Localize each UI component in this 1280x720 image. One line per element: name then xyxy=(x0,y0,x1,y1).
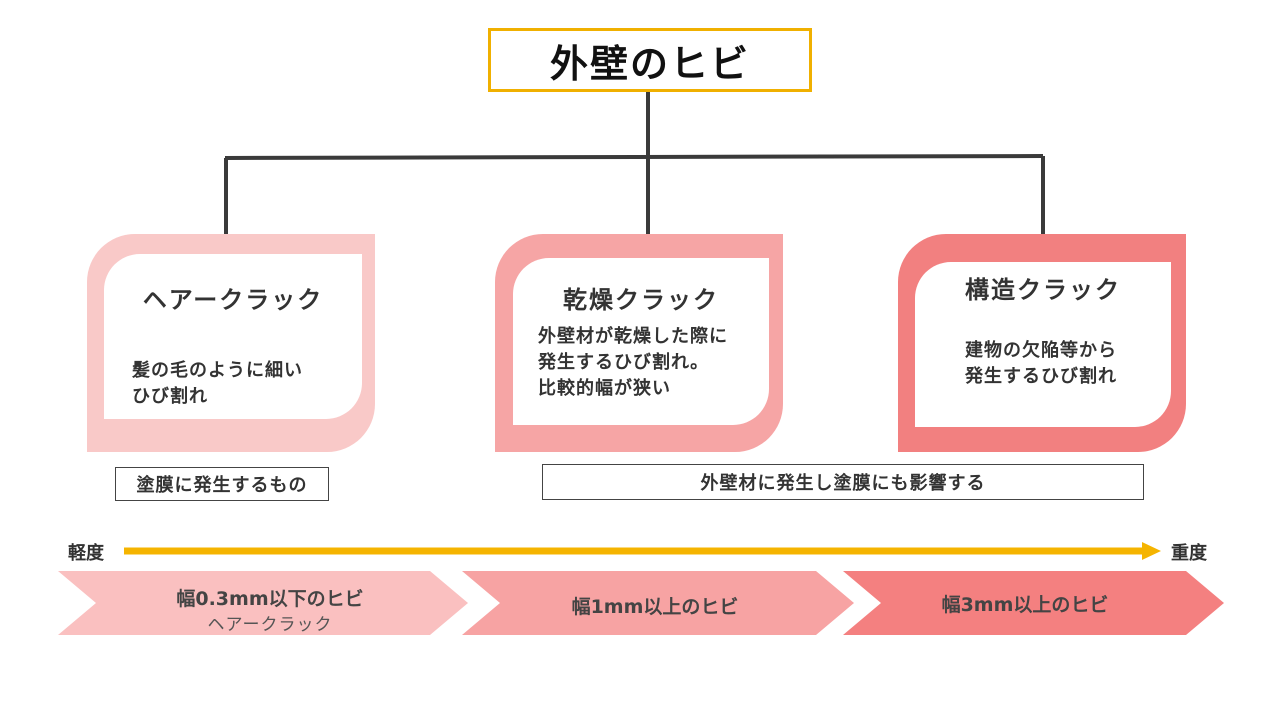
card-structural-crack: 構造クラック 建物の欠陥等から 発生するひび割れ xyxy=(898,234,1186,452)
card-description: 建物の欠陥等から 発生するひび割れ xyxy=(965,340,1117,387)
card-dry-crack: 乾燥クラック 外壁材が乾燥した際に 発生するひび割れ。 比較的幅が狭い xyxy=(495,234,783,452)
severity-heavy-label: 重度 xyxy=(1171,543,1207,564)
chevron-structural-text: 幅3mm以上のヒビ xyxy=(875,588,1175,618)
diagram-title: 外壁のヒビ xyxy=(488,28,812,92)
scope-coating: 塗膜に発生するもの xyxy=(115,467,329,501)
card-dry-crack-body: 乾燥クラック 外壁材が乾燥した際に 発生するひび割れ。 比較的幅が狭い xyxy=(513,258,769,425)
scope-wall: 外壁材に発生し塗膜にも影響する xyxy=(542,464,1144,500)
card-description: 髪の毛のように細い ひび割れ xyxy=(132,360,303,407)
severity-arrow xyxy=(124,542,1161,560)
chevron-main-label: 幅3mm以上のヒビ xyxy=(941,594,1109,616)
card-hair-crack: ヘアークラック 髪の毛のように細い ひび割れ xyxy=(87,234,375,452)
chevron-dry xyxy=(462,571,854,635)
card-structural-crack-body: 構造クラック 建物の欠陥等から 発生するひび割れ xyxy=(915,262,1171,427)
chevron-main-label: 幅1mm以上のヒビ xyxy=(571,596,739,618)
chevron-hair-text: 幅0.3mm以下のヒビ ヘアークラック xyxy=(120,582,420,635)
chevron-sub-label: ヘアークラック xyxy=(207,615,333,635)
card-title: 乾燥クラック xyxy=(563,286,719,314)
card-title: ヘアークラック xyxy=(142,286,324,314)
card-title: 構造クラック xyxy=(965,276,1121,304)
chevron-hair xyxy=(58,571,468,635)
chevron-structural xyxy=(843,571,1224,635)
severity-light-label: 軽度 xyxy=(68,543,104,564)
chevron-main-label: 幅0.3mm以下のヒビ xyxy=(176,588,364,610)
card-hair-crack-body: ヘアークラック 髪の毛のように細い ひび割れ xyxy=(104,254,362,419)
card-description: 外壁材が乾燥した際に 発生するひび割れ。 比較的幅が狭い xyxy=(538,326,728,399)
chevron-dry-text: 幅1mm以上のヒビ xyxy=(505,590,805,620)
